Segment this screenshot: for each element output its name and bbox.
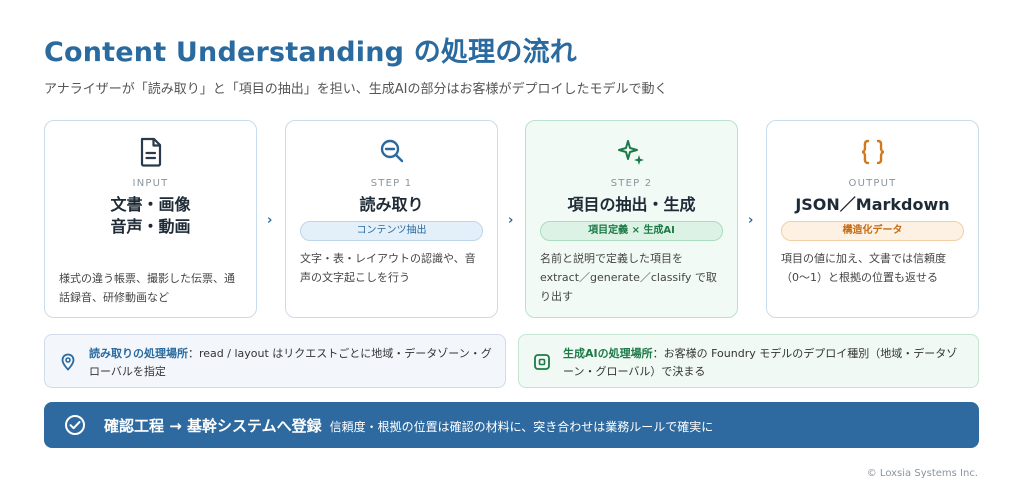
chip-icon	[533, 353, 551, 371]
card-title: JSON／Markdown	[795, 195, 950, 214]
card-output: OUTPUT JSON／Markdown 構造化データ 項目の値に加え、文書では…	[766, 120, 979, 318]
page-subtitle: アナライザーが「読み取り」と「項目の抽出」を担い、生成AIの部分はお客様がデプロ…	[44, 82, 668, 97]
copyright: © Loxsia Systems Inc.	[866, 468, 978, 479]
zoom-out-icon	[286, 137, 497, 167]
card-title-line: 音声・動画	[110, 217, 191, 236]
document-icon	[45, 137, 256, 167]
card-step-label: STEP 2	[610, 178, 653, 189]
card-input: INPUT 文書・画像 音声・動画 様式の違う帳票、撮影した伝票、通話録音、研修…	[44, 120, 257, 318]
read-location-label: 読み取りの処理場所	[89, 347, 188, 360]
flow-arrow-icon: ›	[508, 213, 514, 228]
flow-arrow-icon: ›	[267, 213, 273, 228]
genai-location-label: 生成AIの処理場所	[563, 347, 653, 360]
confirmation-detail: 信頼度・根拠の位置は確認の材料に、突き合わせは業務ルールで確実に	[329, 420, 714, 434]
card-description: 様式の違う帳票、撮影した伝票、通話録音、研修動画など	[59, 272, 235, 304]
card-step-2: STEP 2 項目の抽出・生成 項目定義 × 生成AI 名前と説明で定義した項目…	[525, 120, 738, 318]
card-badge: 構造化データ	[781, 221, 964, 241]
sparkle-icon	[526, 137, 737, 167]
confirmation-bar: 確認工程 → 基幹システムへ登録信頼度・根拠の位置は確認の材料に、突き合わせは業…	[44, 402, 979, 448]
confirmation-heading: 確認工程 → 基幹システムへ登録	[104, 417, 322, 435]
card-badge: コンテンツ抽出	[300, 221, 483, 241]
genai-location-detail: ：お客様の Foundry モデルのデプロイ種別（地域・データゾーン・グローバル…	[563, 347, 958, 378]
card-title: 読み取り	[359, 195, 424, 214]
card-description: 名前と説明で定義した項目を extract／generate／classify …	[540, 252, 717, 303]
location-pin-icon	[59, 353, 77, 371]
braces-icon	[767, 137, 978, 167]
check-circle-icon	[64, 414, 86, 436]
read-location-detail: ：read / layout はリクエストごとに地域・データゾーン・グローバルを…	[89, 347, 492, 378]
card-title: 項目の抽出・生成	[567, 195, 696, 214]
card-step-label: INPUT	[132, 178, 169, 189]
page-title: Content Understanding の処理の流れ	[44, 37, 577, 68]
genai-location-text: 生成AIの処理場所：お客様の Foundry モデルのデプロイ種別（地域・データ…	[563, 345, 966, 381]
read-location-panel: 読み取りの処理場所：read / layout はリクエストごとに地域・データゾ…	[44, 334, 506, 388]
read-location-text: 読み取りの処理場所：read / layout はリクエストごとに地域・データゾ…	[89, 345, 493, 381]
card-title: 文書・画像 音声・動画	[45, 194, 256, 238]
confirmation-text: 確認工程 → 基幹システムへ登録信頼度・根拠の位置は確認の材料に、突き合わせは業…	[104, 415, 713, 436]
card-step-label: OUTPUT	[848, 178, 897, 189]
card-step-label: STEP 1	[370, 178, 413, 189]
card-step-1: STEP 1 読み取り コンテンツ抽出 文字・表・レイアウトの認識や、音声の文字…	[285, 120, 498, 318]
flow-arrow-icon: ›	[748, 213, 754, 228]
card-title-line: 文書・画像	[110, 195, 191, 214]
card-description: 項目の値に加え、文書では信頼度（0〜1）と根拠の位置も返せる	[781, 252, 946, 284]
card-badge: 項目定義 × 生成AI	[540, 221, 723, 241]
card-description: 文字・表・レイアウトの認識や、音声の文字起こしを行う	[300, 252, 476, 284]
genai-location-panel: 生成AIの処理場所：お客様の Foundry モデルのデプロイ種別（地域・データ…	[518, 334, 979, 388]
